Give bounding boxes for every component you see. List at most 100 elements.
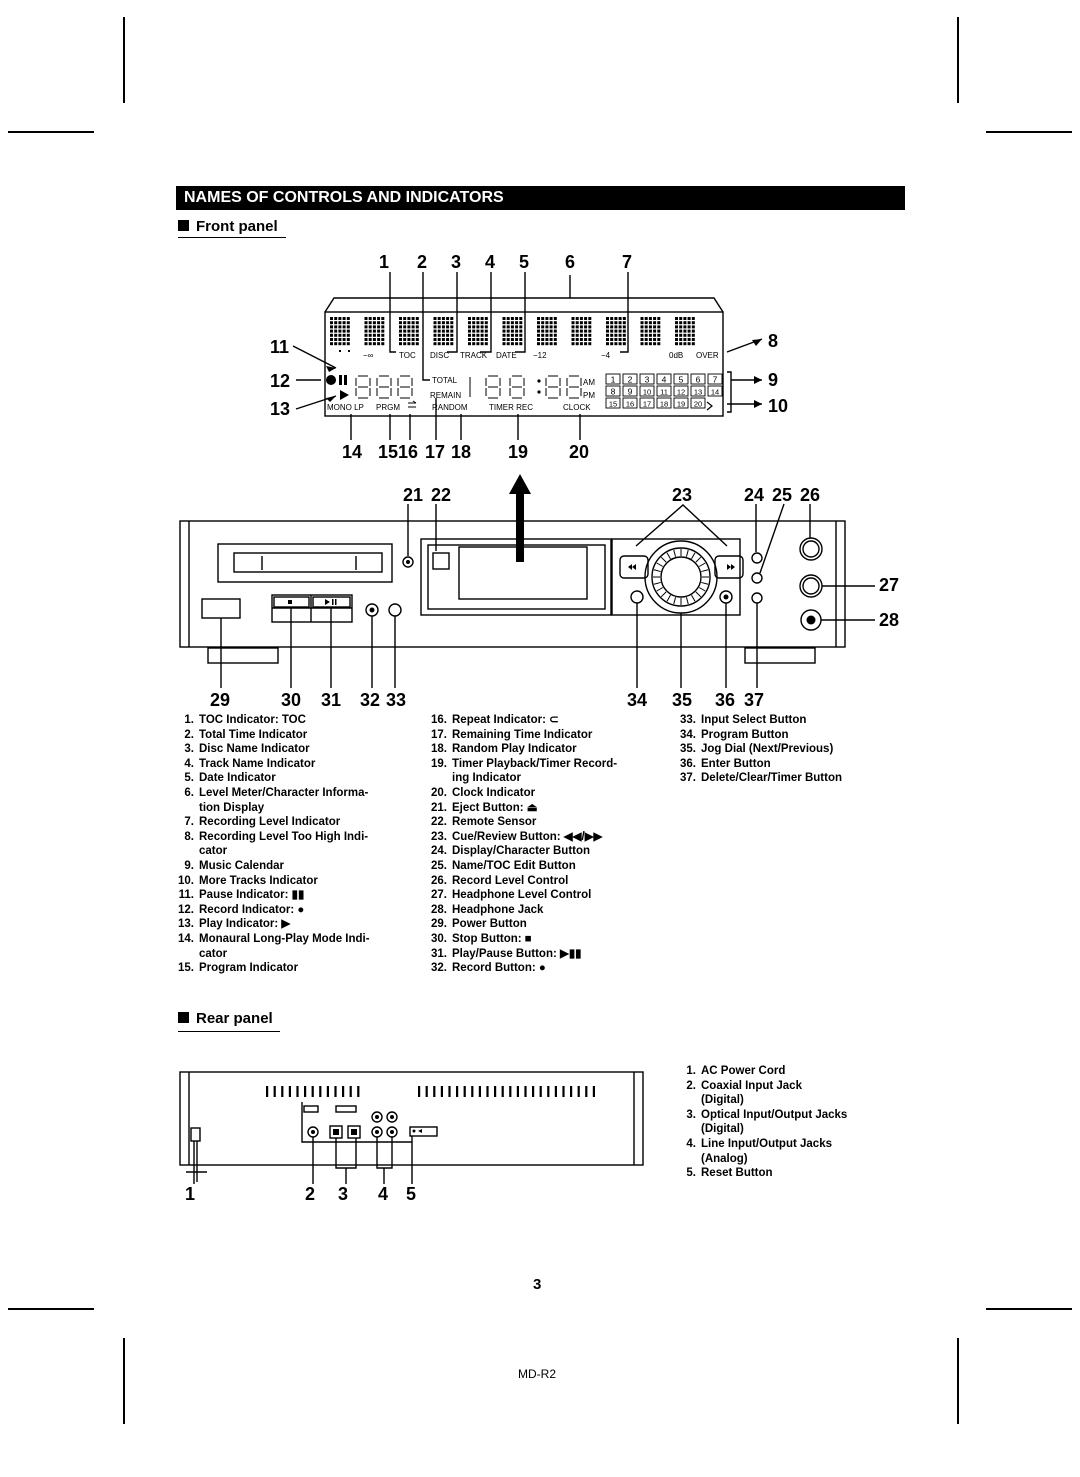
list-item-number: 3.	[184, 743, 194, 756]
list-item: 29.Power Button	[423, 917, 617, 932]
calendar-number: 5	[679, 375, 684, 385]
list-item: 16.Repeat Indicator: ⊂	[423, 713, 617, 728]
list-item: 35.Jog Dial (Next/Previous)	[672, 742, 842, 757]
list-item-text: Remaining Time Indicator	[452, 728, 593, 741]
minus12-label: −12	[533, 351, 547, 360]
list-item-number: 32.	[431, 962, 447, 975]
random-label: RANDOM	[432, 403, 468, 412]
list-item-text: Disc Name Indicator	[199, 743, 310, 756]
callout-36: 36	[715, 690, 736, 710]
list-item: 21.Eject Button: ⏏	[423, 801, 617, 816]
list-item-number: 17.	[431, 728, 447, 741]
calendar-number: 1	[611, 375, 616, 385]
am-label: AM	[583, 378, 595, 387]
total-label: TOTAL	[432, 376, 458, 385]
list-item-number: 35.	[680, 743, 696, 756]
list-item-text: TOC Indicator: TOC	[199, 714, 306, 726]
list-item: 37. Delete/Clear/Timer Button	[672, 771, 842, 786]
rear-callout-5: 5	[406, 1184, 417, 1204]
callout-21: 21	[403, 485, 424, 505]
page-number: 3	[533, 1276, 542, 1293]
list-item: 5.Reset Button	[672, 1166, 847, 1181]
list-item: 20.Clock Indicator	[423, 786, 617, 801]
list-item-continuation: ing Indicator	[452, 772, 521, 785]
list-item-number: 6.	[184, 786, 194, 799]
calendar-number: 9	[628, 387, 633, 397]
list-item-text: Random Play Indicator	[452, 743, 577, 756]
list-item: 6.Level Meter/Character Informa-	[170, 786, 370, 801]
remain-label: REMAIN	[430, 391, 461, 400]
list-item: 1.TOC Indicator: TOC	[170, 713, 370, 728]
list-item-text: Remote Sensor	[452, 816, 537, 829]
list-item-text: Name/TOC Edit Button	[452, 859, 576, 872]
list-item-number: 12.	[178, 903, 194, 916]
list-item-continuation: tion Display	[199, 801, 265, 814]
callout-11: 11	[270, 337, 290, 357]
front-panel-unit	[179, 520, 846, 664]
list-item-text: Date Indicator	[199, 772, 276, 785]
callout-15-16: 1516	[378, 442, 419, 462]
more-tracks-icon	[706, 401, 713, 411]
display-pointer-arrow	[509, 474, 531, 562]
minus4-label: −4	[601, 351, 611, 360]
list-item-text: Track Name Indicator	[199, 757, 316, 770]
list-item-text: Program Button	[701, 728, 789, 741]
list-item: 3. Disc Name Indicator	[170, 742, 370, 757]
callout-23: 23	[672, 485, 693, 505]
list-item: 19.Timer Playback/Timer Record-	[423, 757, 617, 772]
list-item: 15.Program Indicator	[170, 961, 370, 976]
callout-20: 20	[569, 442, 590, 462]
crop-mark	[8, 1308, 94, 1310]
list-item-number: 20.	[431, 786, 447, 799]
calendar-number: 4	[662, 375, 667, 385]
front-list-col2: 16.Repeat Indicator: ⊂17. Remaining Time …	[423, 713, 617, 976]
list-item-text: Reset Button	[701, 1167, 773, 1180]
list-item-continuation: cator	[199, 845, 228, 858]
pause-indicator-icon	[339, 375, 342, 385]
list-item-number: 13.	[178, 918, 194, 931]
calendar-number: 19	[677, 400, 685, 409]
square-bullet-icon	[178, 1012, 189, 1023]
callout-6: 6	[565, 252, 576, 272]
list-item-number: 4.	[686, 1137, 696, 1150]
list-item-continuation: (Analog)	[701, 1152, 748, 1165]
calendar-number: 8	[611, 387, 616, 397]
prgm-label: PRGM	[376, 403, 400, 412]
list-item-text: Record Level Control	[452, 874, 569, 887]
list-item-number: 37.	[680, 772, 696, 785]
callout-3: 3	[451, 252, 462, 272]
list-item-text: Recording Level Indicator	[199, 816, 341, 829]
list-item: 2.Coaxial Input Jack	[672, 1079, 847, 1094]
list-item: 10.More Tracks Indicator	[170, 874, 370, 889]
footer-model: MD-R2	[518, 1367, 556, 1381]
list-item: 32. Record Button: ●	[423, 961, 617, 976]
calendar-number: 11	[660, 388, 668, 397]
list-item-text: Delete/Clear/Timer Button	[701, 772, 843, 785]
callout-26: 26	[800, 485, 821, 505]
list-item-number: 3.	[686, 1108, 696, 1121]
toc-label: TOC	[399, 351, 416, 360]
crop-mark	[957, 1338, 959, 1424]
list-item-number: 21.	[431, 801, 447, 814]
list-item-text: Record Button: ●	[452, 962, 546, 975]
front-panel-heading: Front panel	[178, 218, 278, 235]
list-item-number: 22.	[431, 816, 447, 829]
dot-matrix-display	[330, 317, 695, 346]
list-item-number: 4.	[184, 757, 194, 770]
list-item-text: Play Indicator: ▶	[199, 918, 291, 931]
list-item: 27.Headphone Level Control	[423, 888, 617, 903]
list-item-text: Repeat Indicator: ⊂	[452, 714, 559, 726]
list-item: 11.Pause Indicator: ▮▮	[170, 888, 370, 903]
list-item-text: Line Input/Output Jacks	[701, 1137, 832, 1150]
track-label: TRACK	[460, 351, 488, 360]
list-item-continuation: (Digital)	[701, 1123, 744, 1136]
crop-mark	[957, 17, 959, 103]
list-item: 12.Record Indicator: ●	[170, 903, 370, 918]
list-item-number: 34.	[680, 728, 696, 741]
calendar-number: 17	[643, 400, 651, 409]
list-item: 30.Stop Button: ■	[423, 932, 617, 947]
clock-label: CLOCK	[563, 403, 591, 412]
